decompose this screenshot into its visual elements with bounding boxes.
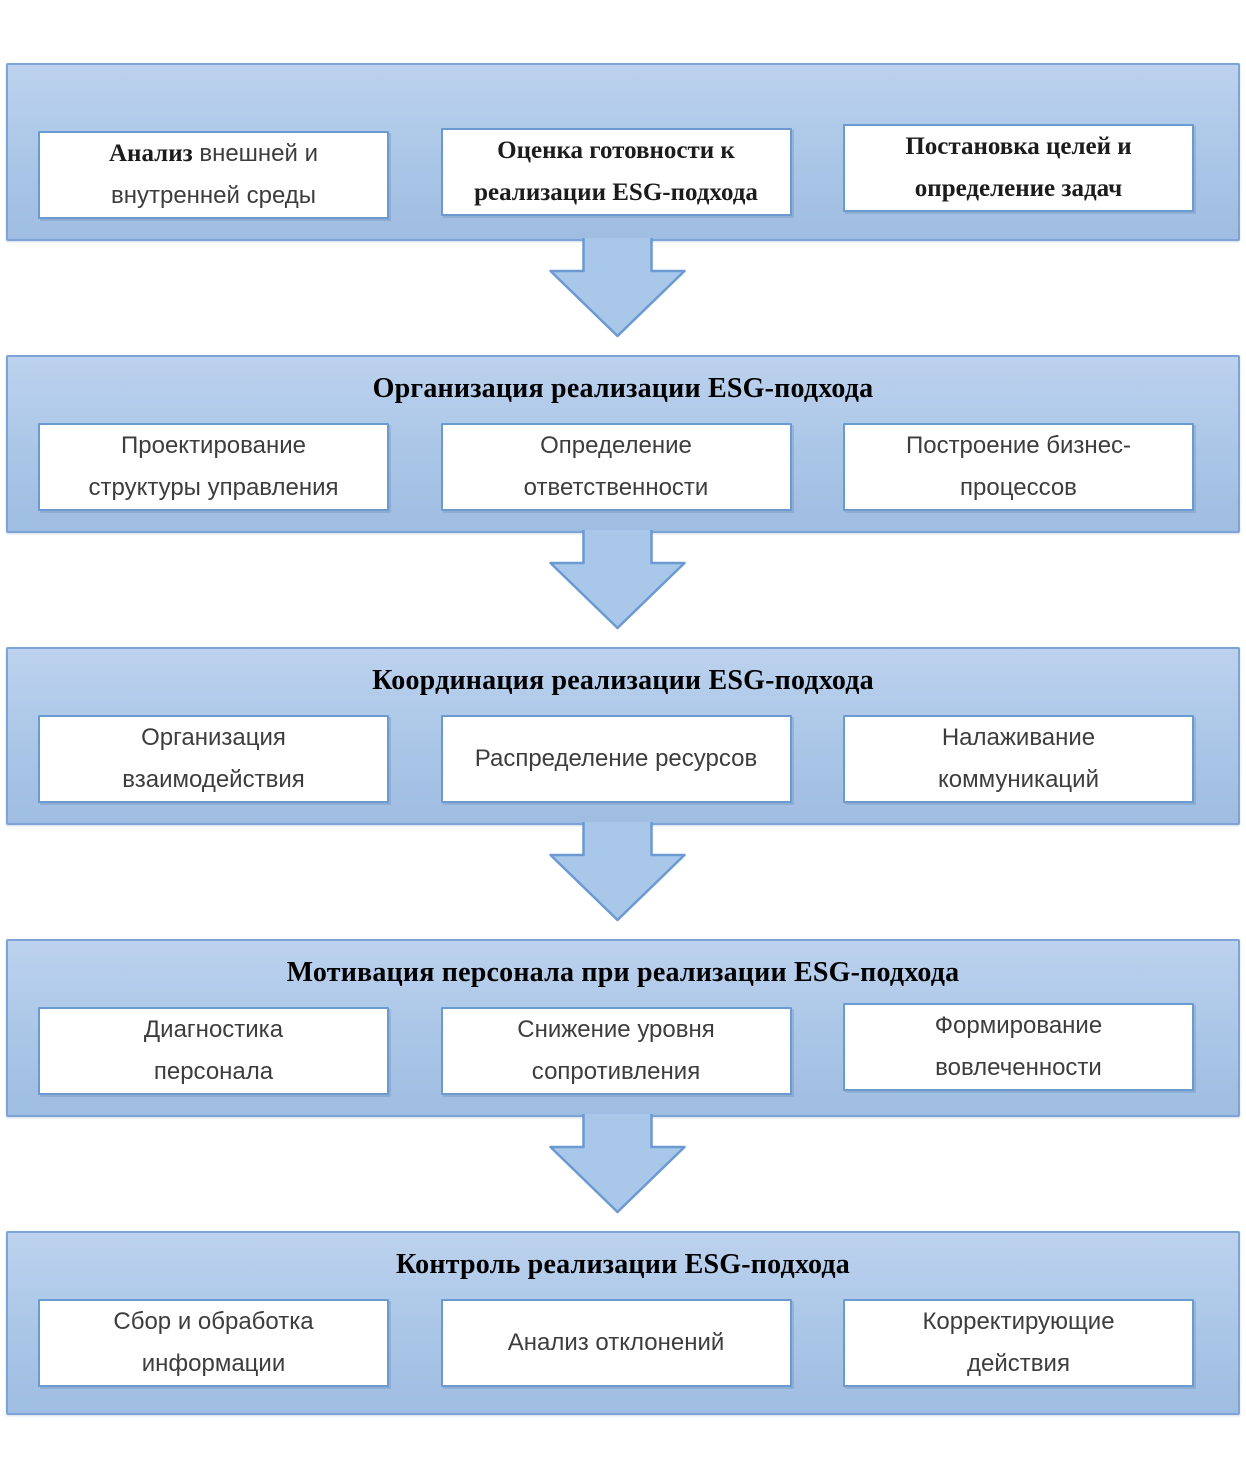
box-text: Построение бизнес- процессов [905, 432, 1132, 501]
box-text: Формирование вовлеченности [934, 1012, 1103, 1081]
stage-head: Организация реализации ESG-подхода [8, 370, 1238, 408]
box-text: внешней и внутренней среды [110, 140, 318, 209]
box-row-organization: Проектирование структуры управления Опре… [8, 423, 1238, 511]
box-text: Проектирование структуры управления [88, 432, 339, 501]
box-goal-setting: Постановка целей и определение задач [843, 124, 1194, 212]
box-management-structure: Проектирование структуры управления [38, 423, 389, 511]
box-resistance-reduction: Снижение уровня сопротивления [440, 1007, 792, 1095]
box-text-lead: Анализ [108, 140, 193, 167]
box-communications: Налаживание коммуникаций [843, 715, 1194, 803]
box-text: Организация взаимодействия [122, 724, 305, 793]
box-corrective-actions: Корректирующие действия [843, 1299, 1194, 1387]
esg-flowchart: Анализ внешней и внутренней среды Оценка… [0, 63, 1246, 1415]
box-text: Диагностика персонала [143, 1016, 284, 1085]
box-row-coordination: Организация взаимодействия Распределение… [8, 715, 1238, 803]
box-text: Корректирующие действия [922, 1308, 1115, 1377]
stage-analysis-band: Анализ внешней и внутренней среды Оценка… [6, 63, 1240, 241]
box-engagement: Формирование вовлеченности [843, 1003, 1194, 1091]
box-row-analysis: Анализ внешней и внутренней среды Оценка… [8, 124, 1238, 219]
connector-2 [0, 530, 1246, 647]
box-deviation-analysis: Анализ отклонений [440, 1299, 792, 1387]
stage-control-band: Контроль реализации ESG-подхода Сбор и о… [6, 1231, 1240, 1415]
box-row-motivation: Диагностика персонала Снижение уровня со… [8, 1003, 1238, 1095]
down-arrow-icon [548, 238, 686, 338]
stage-title: Контроль реализации ESG-подхода [396, 1249, 850, 1280]
box-text: Сбор и обработка информации [113, 1308, 314, 1377]
stage-title: Координация реализации ESG-подхода [372, 665, 874, 696]
box-data-collection: Сбор и обработка информации [38, 1299, 389, 1387]
box-text: Определение ответственности [523, 432, 709, 501]
box-text: Распределение ресурсов [474, 745, 758, 772]
connector-4 [0, 1114, 1246, 1231]
down-arrow-icon [548, 1114, 686, 1214]
stage-organization-band: Организация реализации ESG-подхода Проек… [6, 355, 1240, 533]
stage-head: Контроль реализации ESG-подхода [8, 1246, 1238, 1284]
connector-3 [0, 822, 1246, 939]
box-environment-analysis: Анализ внешней и внутренней среды [38, 131, 389, 219]
box-text: Анализ отклонений [507, 1329, 725, 1356]
box-row-control: Сбор и обработка информации Анализ откло… [8, 1299, 1238, 1387]
box-text: Налаживание коммуникаций [938, 724, 1099, 793]
box-staff-diagnostics: Диагностика персонала [38, 1007, 389, 1095]
box-text: Постановка целей и определение задач [905, 133, 1132, 202]
stage-head: Координация реализации ESG-подхода [8, 662, 1238, 700]
box-business-processes: Построение бизнес- процессов [843, 423, 1194, 511]
stage-title: Мотивация персонала при реализации ESG-п… [286, 957, 960, 988]
down-arrow-icon [548, 530, 686, 630]
stage-title: Организация реализации ESG-подхода [372, 373, 874, 404]
connector-1 [0, 238, 1246, 355]
box-text: Оценка готовности к реализации ESG-подхо… [474, 137, 758, 206]
stage-motivation-band: Мотивация персонала при реализации ESG-п… [6, 939, 1240, 1117]
stage-head: Мотивация персонала при реализации ESG-п… [8, 954, 1238, 992]
stage-coordination-band: Координация реализации ESG-подхода Орган… [6, 647, 1240, 825]
box-interaction: Организация взаимодействия [38, 715, 389, 803]
box-resource-allocation: Распределение ресурсов [440, 715, 792, 803]
box-text: Снижение уровня сопротивления [517, 1016, 715, 1085]
box-responsibility: Определение ответственности [440, 423, 792, 511]
stage-head-spacer [8, 78, 1238, 116]
down-arrow-icon [548, 822, 686, 922]
box-readiness-assessment: Оценка готовности к реализации ESG-подхо… [440, 128, 792, 216]
